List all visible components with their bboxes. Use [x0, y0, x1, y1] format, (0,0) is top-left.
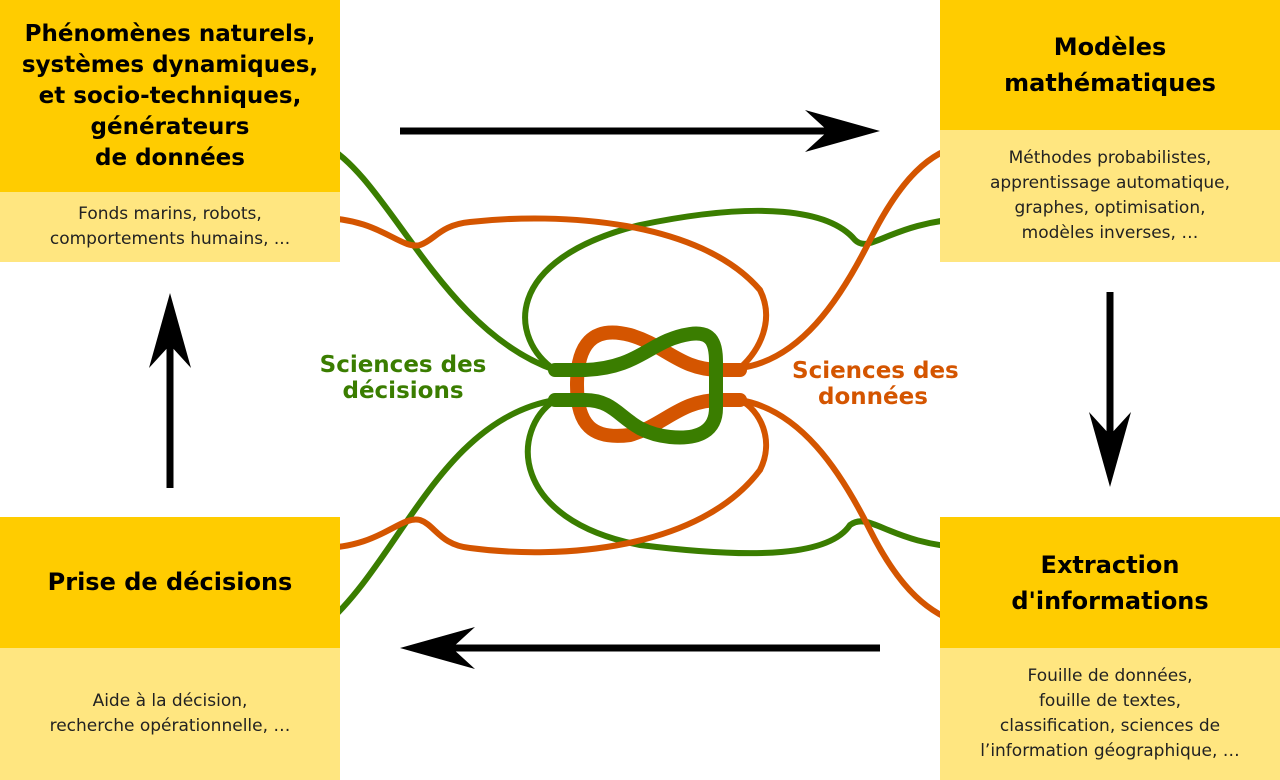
models-detail-line: Méthodes probabilistes, [1008, 148, 1212, 168]
extraction-detail-line: l’information géographique, … [980, 741, 1240, 761]
models-title-line: Modèles [1053, 33, 1167, 61]
orange-strand-top-right [737, 142, 968, 371]
decisions-title-box: Prise de décisions [0, 517, 340, 648]
orange-loop-top [317, 215, 770, 371]
green-knot-core [548, 326, 724, 445]
phenomena-detail-box: Fonds marins, robots, comportements huma… [0, 192, 340, 262]
models-detail-line: graphes, optimisation, [1014, 198, 1206, 218]
decisions-detail-line: recherche opérationnelle, … [49, 716, 291, 736]
extraction-title-line: d'informations [1011, 586, 1209, 615]
orange-knot-core [569, 325, 747, 443]
orange-strand-bottom-right [737, 397, 968, 628]
phenomena-title-line: systèmes dynamiques, [21, 51, 319, 78]
decision-sciences-label-line: décisions [342, 378, 464, 404]
extraction-title-box: Extraction d'informations [940, 517, 1280, 648]
green-loop-top [522, 207, 973, 373]
models-detail-box: Méthodes probabilistes, apprentissage au… [940, 130, 1280, 262]
decision-sciences-label-line: Sciences des [319, 352, 487, 378]
extraction-detail-box: Fouille de données, fouille de textes, c… [940, 648, 1280, 780]
phenomena-title-line: Phénomènes naturels, [24, 20, 316, 47]
knot-icon [317, 142, 973, 628]
arrow-down-icon [1089, 292, 1131, 487]
green-strand-bottom-left [322, 397, 558, 628]
extraction-detail-line: classification, sciences de [999, 716, 1221, 736]
models-title-line: mathématiques [1004, 69, 1216, 97]
phenomena-title-line: et socio-techniques, [38, 82, 302, 109]
arrow-right-icon [400, 110, 880, 152]
decisions-detail-line: Aide à la décision, [92, 691, 248, 711]
phenomena-title-box: Phénomènes naturels, systèmes dynamiques… [0, 0, 340, 192]
data-sciences-label-line: données [818, 384, 928, 410]
phenomena-title-line: de données [95, 144, 245, 171]
green-loop-bottom [524, 397, 973, 557]
orange-loop-bottom [317, 397, 770, 556]
models-detail-line: apprentissage automatique, [989, 173, 1231, 193]
data-sciences-label-line: Sciences des [792, 358, 959, 384]
decisions-title-line: Prise de décisions [47, 568, 293, 596]
models-title-box: Modèles mathématiques [940, 0, 1280, 130]
green-strand-top-left [322, 142, 558, 373]
data-sciences-label: Sciences des données [792, 358, 959, 410]
extraction-title-line: Extraction [1040, 550, 1180, 579]
phenomena-detail-line: comportements humains, ... [49, 229, 291, 249]
phenomena-detail-line: Fonds marins, robots, [78, 204, 262, 224]
extraction-detail-line: Fouille de données, [1027, 666, 1193, 686]
phenomena-title-line: générateurs [90, 113, 250, 140]
models-detail-line: modèles inverses, … [1021, 223, 1199, 243]
decisions-detail-box: Aide à la décision, recherche opérationn… [0, 648, 340, 780]
arrow-up-icon [149, 293, 191, 488]
extraction-detail-line: fouille de textes, [1038, 691, 1182, 711]
decision-sciences-label: Sciences des décisions [310, 352, 496, 404]
arrow-left-icon [400, 627, 880, 669]
